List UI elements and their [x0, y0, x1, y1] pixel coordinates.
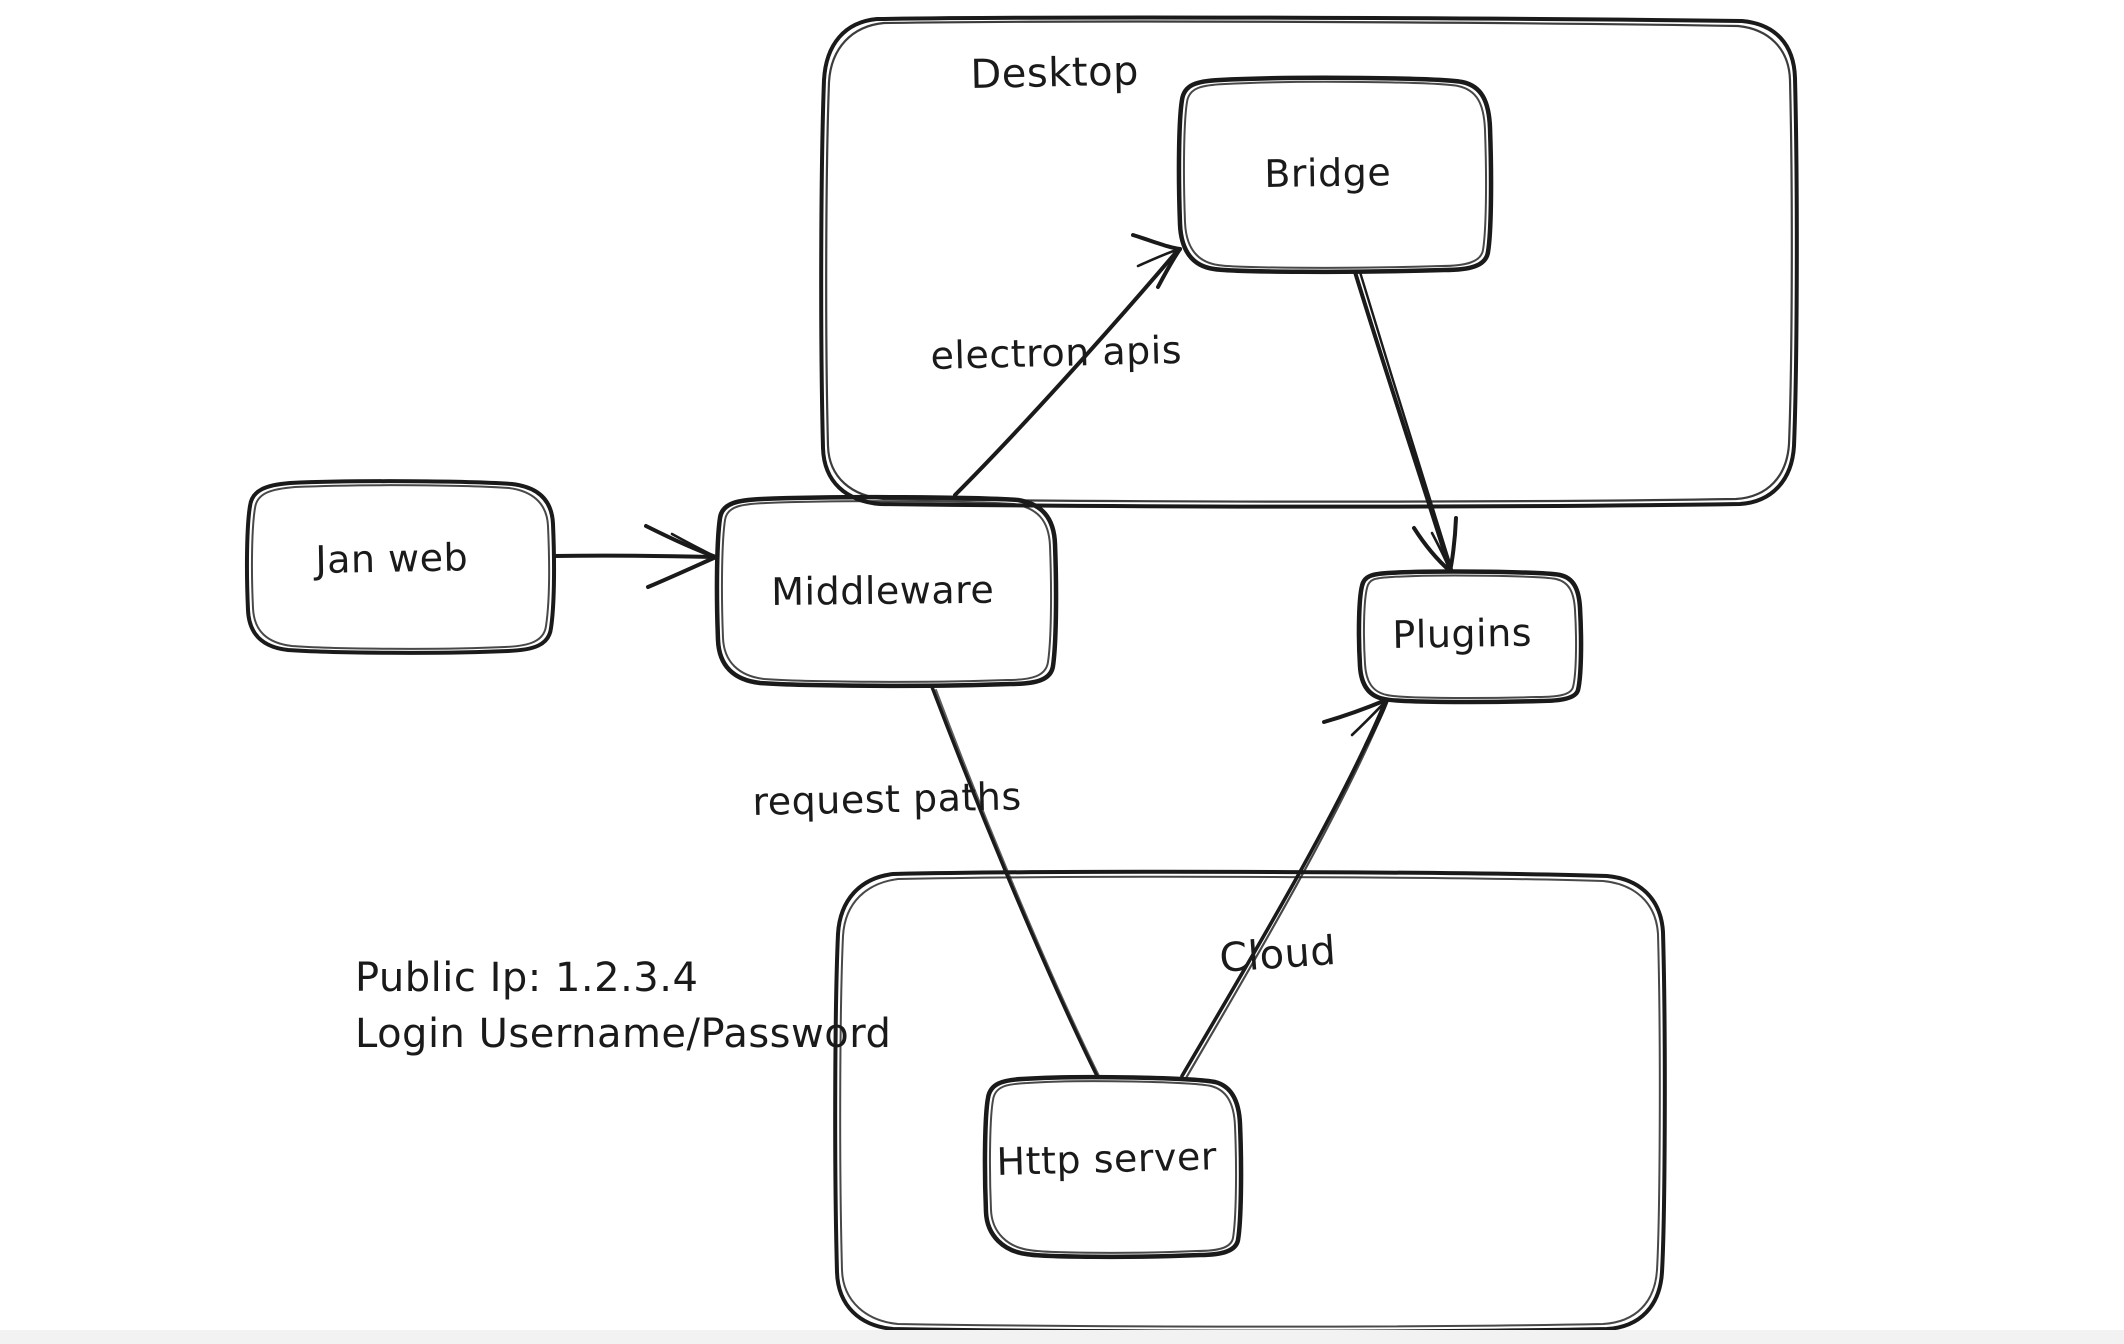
- edge-label-electron-apis: electron apis: [930, 327, 1183, 378]
- note-public-ip: Public Ip: 1.2.3.4: [355, 955, 699, 1001]
- group-label-cloud: Cloud: [1218, 927, 1338, 982]
- node-label-bridge[interactable]: Bridge: [1264, 150, 1392, 196]
- note-login-credentials: Login Username/Password: [355, 1011, 892, 1057]
- node-label-http-server[interactable]: Http server: [996, 1134, 1218, 1184]
- edge-bridge-to-plugins: [1353, 270, 1458, 573]
- node-jan-web-outline: [244, 479, 557, 655]
- group-desktop-outline: [819, 15, 1799, 509]
- edge-middleware-to-bridge: [953, 233, 1182, 497]
- group-label-desktop: Desktop: [970, 48, 1140, 98]
- node-label-jan-web[interactable]: Jan web: [315, 535, 469, 582]
- edge-jan-web-to-middleware: [553, 524, 718, 589]
- edge-http-server-to-plugins: [1180, 698, 1390, 1080]
- node-label-middleware[interactable]: Middleware: [771, 567, 995, 614]
- node-http-server-outline: [982, 1074, 1244, 1260]
- node-plugins-outline: [1356, 569, 1584, 705]
- node-middleware-outline: [714, 494, 1059, 689]
- edge-label-request-paths: request paths: [752, 774, 1023, 824]
- page-bottom-edge: [0, 1330, 2124, 1344]
- node-bridge-outline: [1176, 75, 1494, 275]
- group-cloud-outline: [833, 869, 1667, 1334]
- node-label-plugins[interactable]: Plugins: [1392, 610, 1533, 657]
- edge-middleware-to-http-server: [930, 685, 1100, 1078]
